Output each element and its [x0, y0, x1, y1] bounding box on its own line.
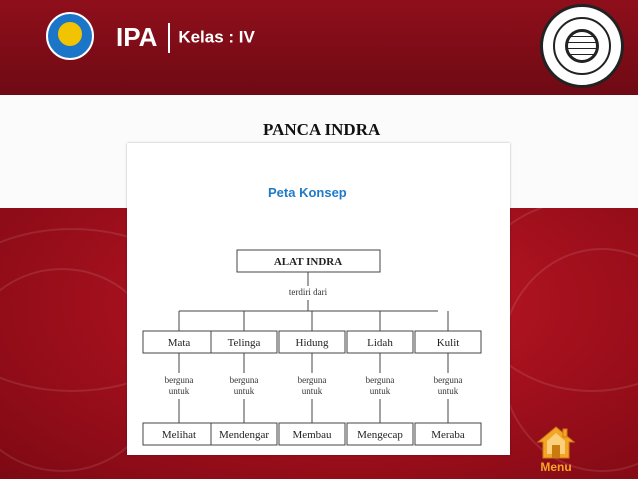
- organ-node-label: Lidah: [367, 337, 393, 349]
- concept-map-card: Peta Konsep ALAT INDRA terdiri dari Mata…: [127, 143, 510, 455]
- relation-label-line1: berguna: [230, 375, 259, 385]
- class-label: Kelas : IV: [178, 27, 255, 47]
- relation-label-line1: berguna: [298, 375, 327, 385]
- menu-label: Menu: [540, 460, 572, 474]
- title-divider: [167, 22, 170, 53]
- home-icon: [536, 426, 576, 459]
- header-bar: [0, 0, 638, 95]
- relation-label-line2: untuk: [438, 386, 459, 396]
- function-node-label: Mendengar: [219, 429, 269, 441]
- concept-column: Mata berguna untuk Melihat: [142, 311, 216, 446]
- function-node-box: [346, 422, 414, 446]
- organ-node-label: Kulit: [437, 337, 460, 349]
- relation-label-line2: untuk: [234, 386, 255, 396]
- organ-node-label: Telinga: [228, 337, 261, 349]
- function-node-label: Mengecap: [357, 429, 403, 441]
- ministry-logo: [46, 12, 94, 60]
- concept-column: Hidung berguna untuk Membau: [278, 311, 346, 446]
- university-seal-logo: [540, 4, 624, 88]
- function-node-label: Meraba: [431, 429, 465, 441]
- function-node-box: [414, 422, 482, 446]
- page-heading: PANCA INDRA: [263, 120, 381, 139]
- root-node-label: ALAT INDRA: [274, 256, 342, 268]
- concept-column: Kulit berguna untuk Meraba: [414, 311, 482, 446]
- subject-label: IPA: [116, 22, 158, 52]
- organ-node-label: Hidung: [296, 337, 330, 349]
- slide-title: IPA Kelas : IV: [116, 22, 255, 53]
- relation-label-line2: untuk: [169, 386, 190, 396]
- relation-label-line1: berguna: [434, 375, 463, 385]
- relation-label-line2: untuk: [302, 386, 323, 396]
- concept-map-columns: Mata berguna untuk Melihat Telinga bergu…: [142, 311, 482, 446]
- function-node-box: [278, 422, 346, 446]
- connector-label: terdiri dari: [289, 287, 328, 297]
- concept-column: Lidah berguna untuk Mengecap: [346, 311, 414, 446]
- relation-label-line1: berguna: [165, 375, 194, 385]
- concept-map-title: Peta Konsep: [268, 185, 347, 200]
- globe-icon: [565, 29, 599, 63]
- concept-map-diagram: Peta Konsep ALAT INDRA terdiri dari Mata…: [142, 185, 482, 446]
- concept-column: Telinga berguna untuk Mendengar: [210, 311, 278, 446]
- function-node-label: Membau: [292, 429, 332, 441]
- organ-node-label: Mata: [168, 337, 191, 349]
- relation-label-line1: berguna: [366, 375, 395, 385]
- relation-label-line2: untuk: [370, 386, 391, 396]
- function-node-box: [210, 422, 278, 446]
- function-node-label: Melihat: [162, 429, 196, 441]
- menu-button[interactable]: Menu: [534, 425, 578, 475]
